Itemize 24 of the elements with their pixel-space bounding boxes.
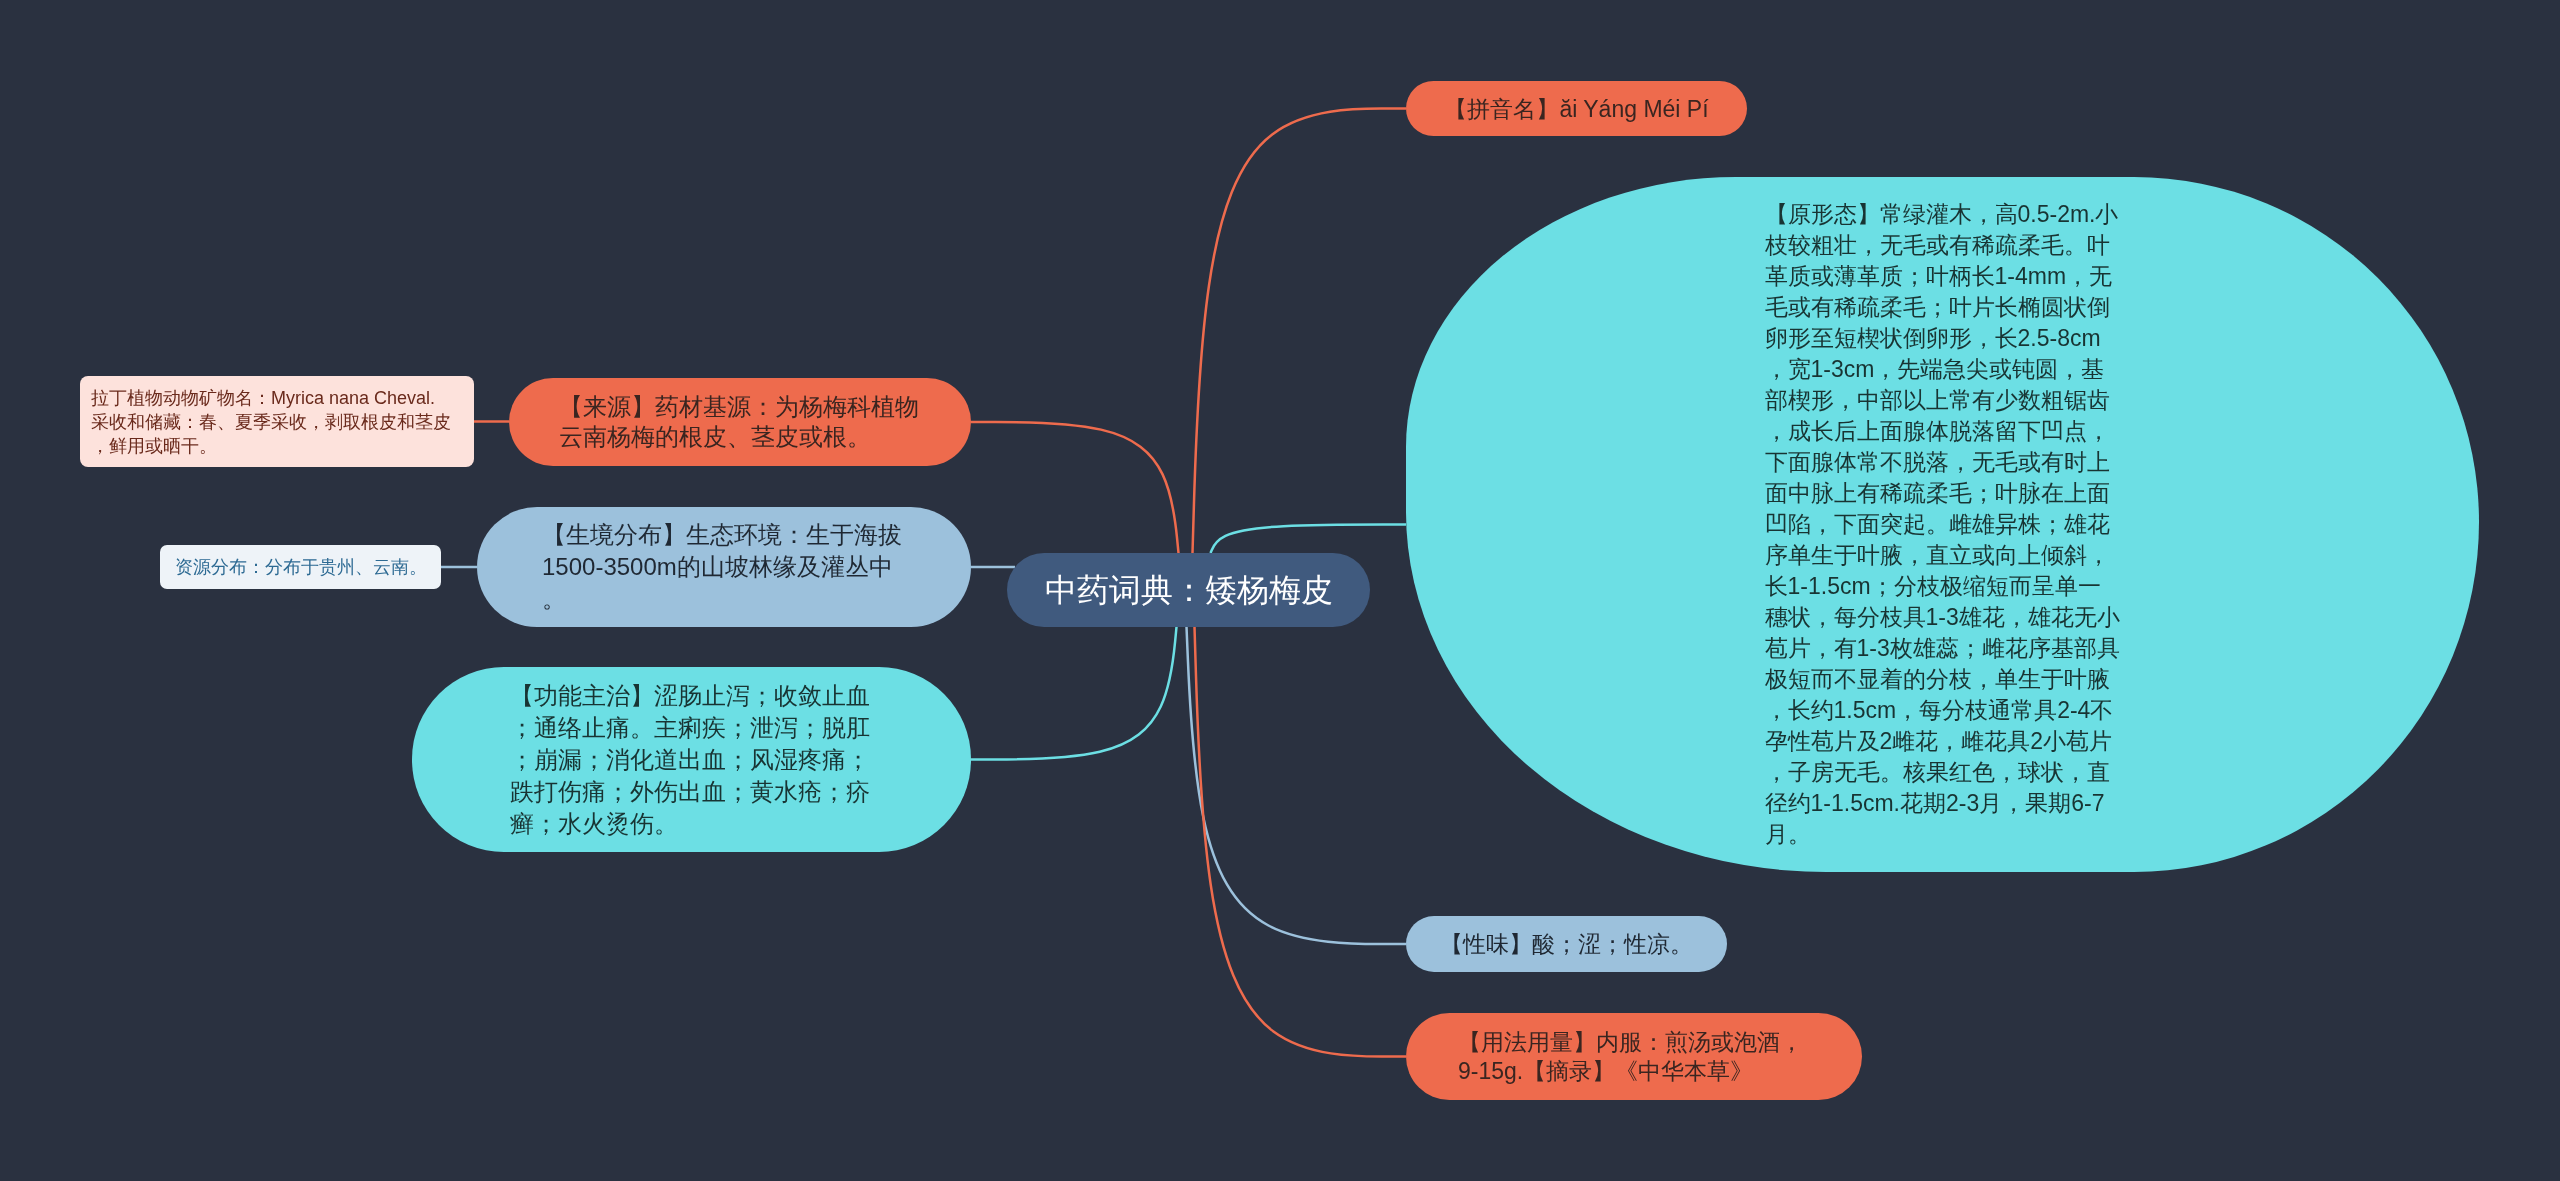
- topic-text: 【来源】药材基源：为杨梅科植物云南杨梅的根皮、茎皮或根。: [559, 392, 920, 452]
- note-text: 采收和储藏：春、夏季采收，剥取根皮和茎皮，鲜用或晒干。: [91, 410, 452, 458]
- branch-line: [474, 420, 509, 423]
- branch-line: [1193, 626, 1406, 1058]
- branch-line: [971, 626, 1178, 761]
- note-box: [160, 545, 441, 589]
- topic-bubble: [1406, 916, 1727, 972]
- branch-line: [971, 420, 1180, 554]
- topic-text: 【性味】酸；涩；性凉。: [1440, 930, 1693, 959]
- topic-text: 【功能主治】涩肠止泻；收敛止血；通络止痛。主痢疾；泄泻；脱肛；崩漏；消化道出血；风湿疼痛；跌打伤痛；外伤出血；黄水疮；疥癣；水火烫伤。: [509, 680, 871, 839]
- branch-line: [1191, 107, 1406, 554]
- note-text: 资源分布：分布于贵州、云南。: [174, 556, 427, 579]
- note-box: [80, 376, 474, 467]
- branch-line: [1209, 523, 1406, 554]
- topic-text: 中药词典：矮杨梅皮: [1044, 571, 1333, 610]
- branch-line: [971, 565, 1015, 569]
- note-text: 拉丁植物动物矿物名：Myrica nana Cheval.: [91, 386, 437, 410]
- topic-text: 【用法用量】内服：煎汤或泡酒，9-15g.【摘录】《中华本草》: [1458, 1027, 1804, 1086]
- branch-line: [441, 565, 477, 569]
- branch-line: [1185, 626, 1406, 946]
- topic-bubble: [1406, 81, 1747, 136]
- topic-text: 【拼音名】ăi Yáng Méi Pí: [1444, 94, 1709, 124]
- topic-text: 【原形态】常绿灌木，高0.5-2m.小枝较粗壮，无毛或有稀疏柔毛。叶革质或薄革质；叶柄长1-4mm，无毛或有稀疏柔毛；叶片长椭圆状倒卵形至短楔状倒卵形，长2.5-8cm，宽1-3cm，先端急尖或钝圆，基部楔形，中部以上常有少数粗锯齿，成长后上面腺体脱落留下凹点，下面腺体常不脱落，无毛或有时上面中脉上有稀疏柔毛；叶脉在上面凹陷，下面突起。雌雄异株；雄花序单生于叶腋，直立或向上倾斜，长1-1.5cm；分枝极缩短而呈单一穗状，每分枝具1-3雄花，雄花无小苞片，有1-3枚雄蕊；雌花序基部具极短而不显着的分枝，单生于叶腋，长约1.5cm，每分枝通常具2-4不孕性苞片及2雌花，雌花具2小苞片，子房无毛。核果红色，球状，直径约1-1.5cm.花期2-3月，果期6-7月。: [1764, 200, 2121, 849]
- topic-text: 【生境分布】生态环境：生于海拔1500-3500m的山坡林缘及灌丛中。: [542, 520, 903, 614]
